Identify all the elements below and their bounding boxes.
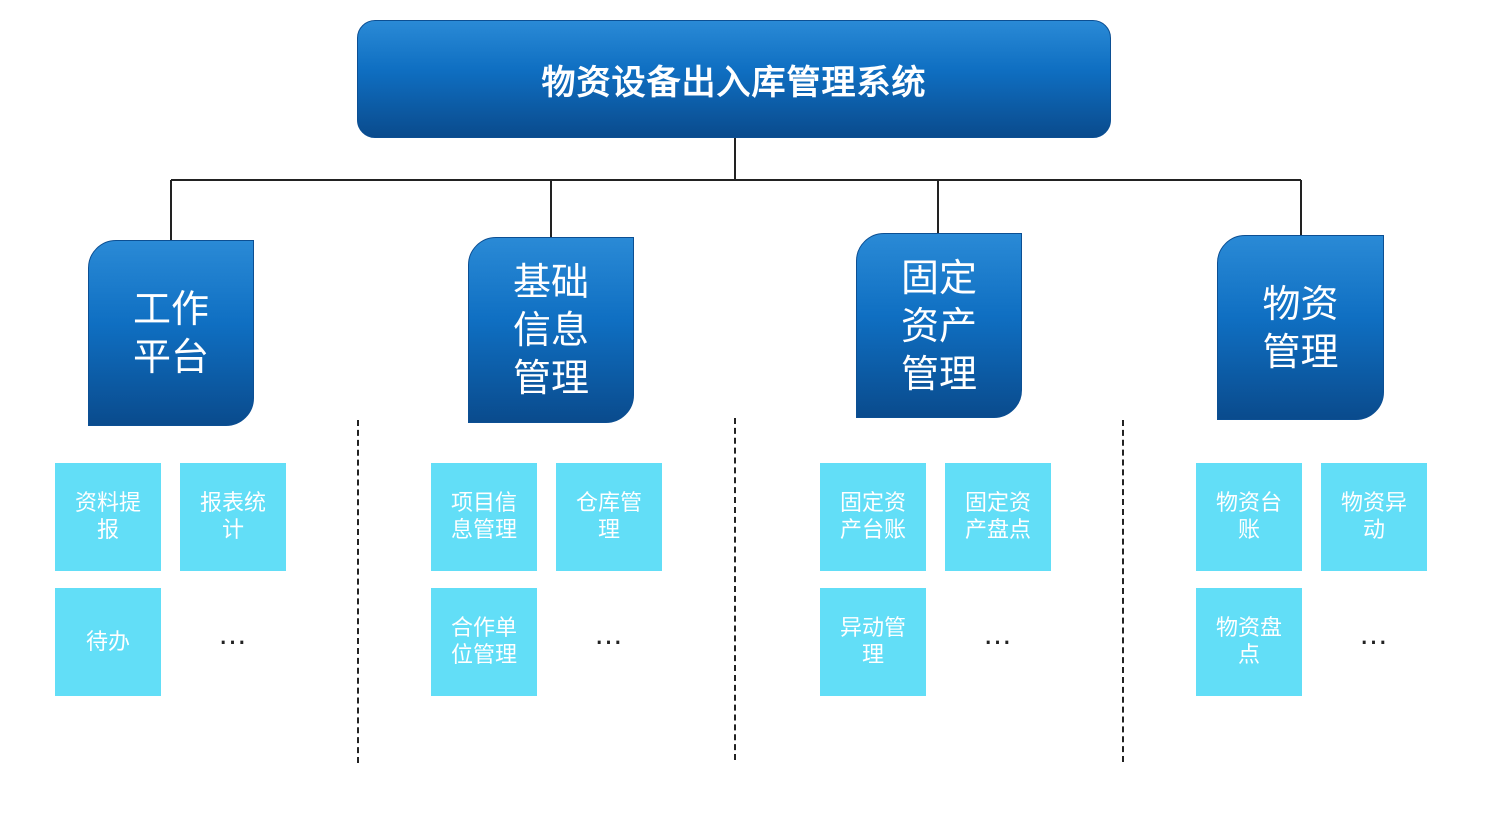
more-materials: …: [1359, 617, 1389, 651]
leaf-data-report-label: 资料提报: [75, 491, 142, 543]
leaf-todo-label: 待办: [85, 629, 130, 655]
more-fixed-assets: …: [983, 617, 1013, 651]
leaf-warehouse: 仓库管理: [556, 463, 662, 571]
root-title: 物资设备出入库管理系统: [541, 62, 927, 103]
leaf-material-change: 物资异动: [1321, 463, 1427, 571]
leaf-material-ledger: 物资台账: [1196, 463, 1302, 571]
leaf-todo: 待办: [55, 588, 161, 696]
divider-1: [357, 420, 359, 763]
module-materials-title: 物资管理: [1262, 281, 1339, 374]
leaf-material-change-label: 物资异动: [1341, 491, 1408, 543]
module-basic-info-title: 基础信息管理: [512, 260, 589, 400]
more-work-platform: …: [218, 617, 248, 651]
leaf-data-report: 资料提报: [55, 463, 161, 571]
leaf-project-info-label: 项目信息管理: [450, 491, 517, 543]
divider-3: [1122, 420, 1124, 762]
more-basic-info: …: [594, 617, 624, 651]
leaf-material-ledger-label: 物资台账: [1216, 491, 1283, 543]
module-basic-info: 基础信息管理: [468, 237, 634, 423]
leaf-change-management: 异动管理: [820, 588, 926, 696]
leaf-partner-units: 合作单位管理: [431, 588, 537, 696]
leaf-fixed-asset-inventory: 固定资产盘点: [945, 463, 1051, 571]
leaf-warehouse-label: 仓库管理: [576, 491, 643, 543]
root-node: 物资设备出入库管理系统: [357, 20, 1111, 138]
leaf-material-inventory: 物资盘点: [1196, 588, 1302, 696]
leaf-material-inventory-label: 物资盘点: [1216, 616, 1283, 668]
leaf-fixed-asset-ledger-label: 固定资产台账: [839, 491, 906, 543]
module-work-platform: 工作平台: [88, 240, 254, 426]
divider-2: [734, 418, 736, 760]
leaf-report-statistics: 报表统计: [180, 463, 286, 571]
leaf-project-info: 项目信息管理: [431, 463, 537, 571]
module-fixed-assets-title: 固定资产管理: [900, 255, 977, 396]
leaf-fixed-asset-inventory-label: 固定资产盘点: [964, 491, 1031, 543]
leaf-report-statistics-label: 报表统计: [200, 491, 267, 543]
leaf-change-management-label: 异动管理: [840, 616, 907, 668]
leaf-partner-units-label: 合作单位管理: [450, 616, 517, 668]
leaf-fixed-asset-ledger: 固定资产台账: [820, 463, 926, 571]
module-fixed-assets: 固定资产管理: [856, 233, 1022, 418]
module-materials: 物资管理: [1217, 235, 1384, 420]
module-work-platform-title: 工作平台: [132, 287, 209, 379]
